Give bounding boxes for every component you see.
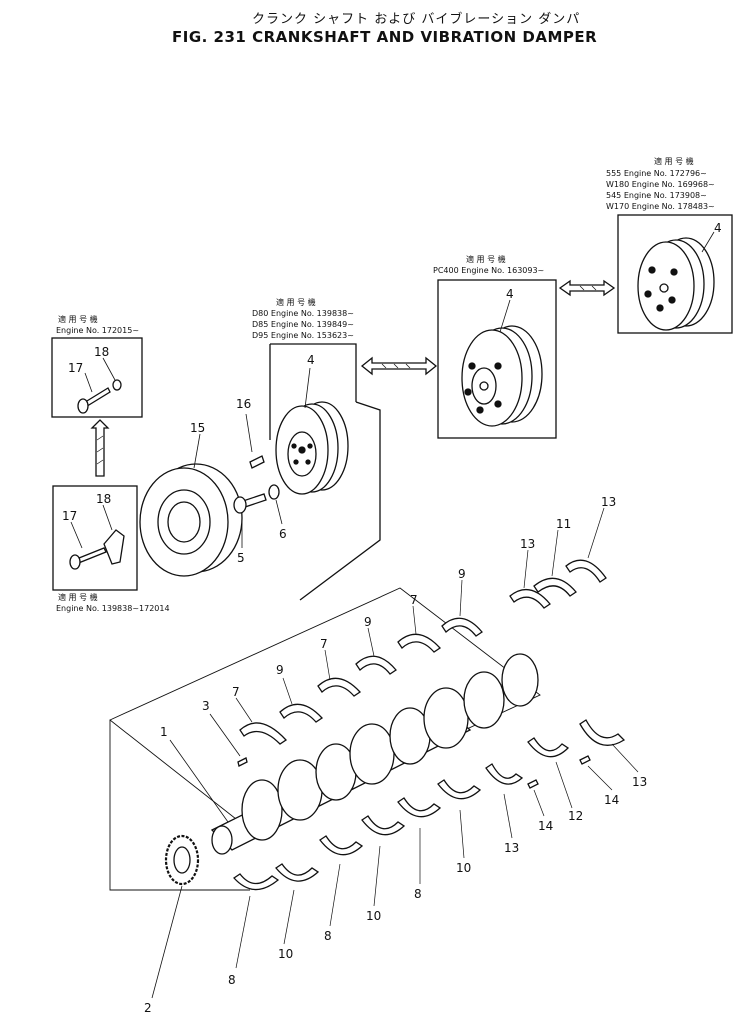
callout-12: 12 <box>568 809 583 823</box>
callout-9: 9 <box>458 567 466 581</box>
callout-13: 13 <box>632 775 647 789</box>
caption-line: Engine No. 139838~172014 <box>56 604 170 613</box>
inset-damper-pc400: 適 用 号 機 PC400 Engine No. 163093~ <box>433 254 557 439</box>
callout-6: 6 <box>279 527 287 541</box>
callout-10: 10 <box>278 947 293 961</box>
caption-line: D95 Engine No. 153623~ <box>252 331 354 340</box>
callout-16: 16 <box>236 397 251 411</box>
bearing-shells-lower <box>233 719 639 969</box>
callout-4: 4 <box>506 287 514 301</box>
callout-18: 18 <box>96 492 111 506</box>
caption-line: 555 Engine No. 172796~ <box>606 169 707 178</box>
caption-head: 適 用 号 機 <box>58 314 98 324</box>
gear-2 <box>151 834 200 999</box>
callout-4: 4 <box>714 221 722 235</box>
caption-line: W170 Engine No. 178483~ <box>606 202 715 211</box>
callout-11: 11 <box>556 517 571 531</box>
figure-title: FIG. 231 CRANKSHAFT AND VIBRATION DAMPER <box>172 28 598 46</box>
callout-7: 7 <box>320 637 328 651</box>
callout-17: 17 <box>68 361 83 375</box>
callout-13: 13 <box>520 537 535 551</box>
caption-line: 545 Engine No. 173908~ <box>606 191 707 200</box>
callout-13: 13 <box>601 495 616 509</box>
caption-line: D80 Engine No. 139838~ <box>252 309 354 318</box>
caption-head: 適 用 号 機 <box>654 156 694 166</box>
caption-head: 適 用 号 機 <box>466 254 506 264</box>
caption-line: W180 Engine No. 169968~ <box>606 180 715 189</box>
callout-18: 18 <box>94 345 109 359</box>
inset-bolt-washer-upper: 適 用 号 機 Engine No. 172015~ <box>51 314 143 418</box>
thrust-pins-14 <box>527 755 613 817</box>
callout-7: 7 <box>232 685 240 699</box>
callout-15: 15 <box>190 421 205 435</box>
callout-4: 4 <box>307 353 315 367</box>
callout-8: 8 <box>414 887 422 901</box>
crankshaft-1 <box>109 587 541 891</box>
callout-2: 2 <box>144 1001 152 1014</box>
callout-1: 1 <box>160 725 168 739</box>
caption-line: D85 Engine No. 139849~ <box>252 320 354 329</box>
callout-3: 3 <box>202 699 210 713</box>
figure-title-japanese: クランク シャフト および バイブレーション ダンパ <box>252 12 581 27</box>
caption-head: 適 用 号 機 <box>276 297 316 307</box>
callout-9: 9 <box>276 663 284 677</box>
bearing-shells-upper <box>235 507 607 745</box>
callout-14: 14 <box>604 793 619 807</box>
bolt-5 <box>233 493 267 548</box>
callout-8: 8 <box>324 929 332 943</box>
callout-7: 7 <box>410 593 418 607</box>
pin-3 <box>209 713 248 767</box>
double-arrow-left <box>360 356 438 376</box>
double-arrow-right <box>558 279 616 297</box>
arrow-up <box>90 419 110 477</box>
caption-head: 適 用 号 機 <box>58 592 98 602</box>
washer-6 <box>268 484 283 525</box>
inset-damper-wheel-loader: 適 用 号 機 555 Engine No. 172796~ W180 Engi… <box>606 156 733 334</box>
pulley-15 <box>139 433 243 577</box>
callout-14: 14 <box>538 819 553 833</box>
pin-16 <box>245 413 265 469</box>
caption-line: PC400 Engine No. 163093~ <box>433 266 544 275</box>
inset-damper-d-series: 適 用 号 機 D80 Engine No. 139838~ D85 Engin… <box>252 297 381 601</box>
callout-numbers: 4 4 4 18 17 18 17 16 15 5 6 13 11 13 9 7… <box>62 221 722 1014</box>
callout-10: 10 <box>366 909 381 923</box>
callout-9: 9 <box>364 615 372 629</box>
callout-10: 10 <box>456 861 471 875</box>
callout-8: 8 <box>228 973 236 987</box>
callout-13: 13 <box>504 841 519 855</box>
callout-5: 5 <box>237 551 245 565</box>
caption-line: Engine No. 172015~ <box>56 326 139 335</box>
callout-17: 17 <box>62 509 77 523</box>
inset-bolt-lockplate-lower: 適 用 号 機 Engine No. 139838~172014 <box>52 485 170 613</box>
